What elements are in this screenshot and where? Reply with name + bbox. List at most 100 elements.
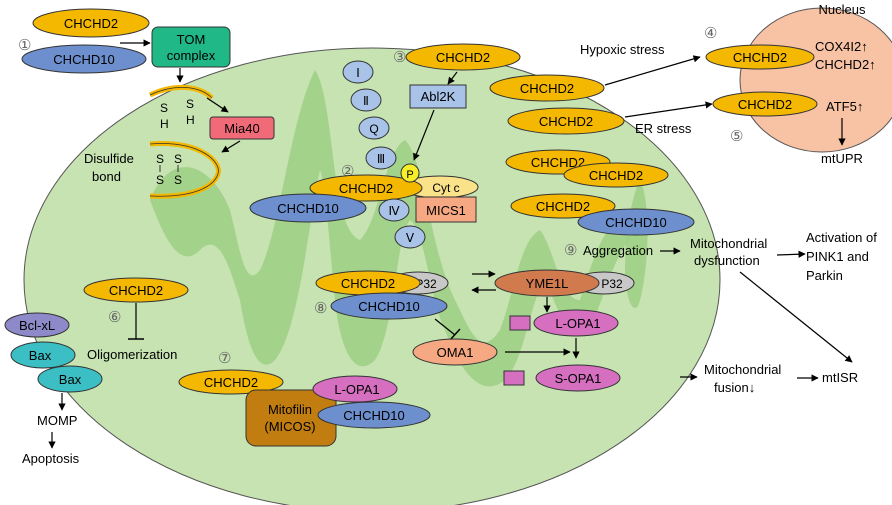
svg-text:Bax: Bax — [29, 348, 52, 363]
svg-text:P32: P32 — [601, 277, 623, 291]
chchd2-agg-2 — [563, 162, 669, 188]
activation-3: Parkin — [806, 268, 843, 283]
svg-text:CHCHD2: CHCHD2 — [738, 97, 792, 112]
step-5-marker: ⑤ — [730, 128, 743, 145]
apoptosis-label: Apoptosis — [22, 451, 80, 466]
chchd2-etc — [309, 174, 423, 202]
svg-text:CHCHD2: CHCHD2 — [589, 168, 643, 183]
step-4-marker: ④ — [704, 25, 717, 42]
cyt-c-label: Cyt c — [432, 181, 459, 195]
disulfide-label-2: bond — [92, 169, 121, 184]
step-8-marker: ⑧ — [314, 300, 327, 317]
chchd2-up-label: CHCHD2↑ — [815, 57, 876, 72]
complex-v — [394, 225, 426, 249]
fusion-label-1: Mitochondrial — [704, 362, 781, 377]
chchd2-hypoxic — [489, 74, 605, 102]
svg-text:CHCHD2: CHCHD2 — [536, 199, 590, 214]
svg-text:CHCHD2: CHCHD2 — [204, 375, 258, 390]
chchd2-import — [32, 8, 150, 38]
atf5-label: ATF5↑ — [826, 99, 863, 114]
svg-text:S: S — [174, 173, 182, 187]
cox4i2-label: COX4I2↑ — [815, 39, 868, 54]
svg-text:H: H — [160, 117, 169, 131]
disulfide-label-1: Disulfide — [84, 151, 134, 166]
svg-text:CHCHD2: CHCHD2 — [520, 81, 574, 96]
step-3-marker: ③ — [393, 49, 406, 66]
complex-ii — [350, 88, 382, 112]
step-1-marker: ① — [18, 37, 31, 54]
mics1-label: MICS1 — [426, 203, 466, 218]
svg-text:CHCHD10: CHCHD10 — [343, 408, 404, 423]
fusion-label-2: fusion↓ — [714, 380, 755, 395]
oligomerization-label: Oligomerization — [87, 347, 177, 362]
tom-complex-label-1: TOM — [177, 32, 206, 47]
phospho-p — [400, 163, 420, 183]
l-opa1-8 — [533, 309, 619, 337]
mtisr-label: mtISR — [822, 370, 858, 385]
svg-text:CHCHD2: CHCHD2 — [531, 155, 585, 170]
complex-iv — [378, 198, 410, 222]
svg-text:Ⅴ: Ⅴ — [406, 231, 415, 245]
svg-text:CHCHD2: CHCHD2 — [733, 50, 787, 65]
svg-text:S: S — [156, 152, 164, 166]
svg-text:CHCHD10: CHCHD10 — [277, 201, 338, 216]
bax-1 — [10, 341, 76, 369]
chchd10-oma1 — [330, 292, 448, 320]
svg-text:H: H — [186, 113, 195, 127]
nucleus — [739, 7, 892, 153]
hypoxic-label: Hypoxic stress — [580, 42, 665, 57]
chchd2-import-label: CHCHD2 — [64, 16, 118, 31]
step-9-marker: ⑨ — [564, 242, 577, 259]
svg-text:Ⅱ: Ⅱ — [363, 94, 369, 108]
tom-complex-label-2: complex — [167, 48, 216, 63]
chchd10-import-label: CHCHD10 — [53, 52, 114, 67]
svg-text:L-OPA1: L-OPA1 — [555, 316, 600, 331]
tom-complex — [151, 26, 231, 68]
l-opa1-block-8 — [509, 315, 531, 331]
mia40 — [209, 116, 275, 140]
s-opa1-label: S-OPA1 — [555, 371, 602, 386]
chchd2-agg-3 — [510, 193, 616, 219]
bax-2 — [37, 365, 103, 393]
svg-text:CHCHD2: CHCHD2 — [109, 283, 163, 298]
svg-text:CHCHD2: CHCHD2 — [341, 276, 395, 291]
aggregation-label: Aggregation — [583, 243, 653, 258]
svg-text:CHCHD2: CHCHD2 — [339, 181, 393, 196]
mitochondrion-cristae — [150, 70, 630, 387]
s-opa1-block — [503, 370, 525, 386]
chchd10-import — [21, 44, 147, 74]
mito-dysfunction-2: dysfunction — [694, 253, 760, 268]
chchd2-nucleus-bottom — [712, 91, 818, 117]
svg-text:P32: P32 — [415, 277, 437, 291]
complex-i — [342, 60, 374, 84]
mia40-label: Mia40 — [224, 121, 259, 136]
svg-text:CHCHD10: CHCHD10 — [358, 299, 419, 314]
yme1l — [494, 269, 600, 297]
chchd2-er — [507, 107, 625, 135]
mtupr-label: mtUPR — [821, 151, 863, 166]
chchd10-etc — [249, 193, 367, 223]
svg-text:(MICOS): (MICOS) — [264, 419, 315, 434]
step-6-marker: ⑥ — [108, 309, 121, 326]
svg-text:CHCHD10: CHCHD10 — [605, 215, 666, 230]
svg-text:Bax: Bax — [59, 372, 82, 387]
mics1 — [415, 196, 477, 223]
chchd10-micos — [317, 401, 431, 429]
abl2k — [409, 84, 467, 109]
complex-iii — [365, 146, 397, 170]
svg-text:S: S — [160, 101, 168, 115]
coenzyme-q — [358, 116, 390, 140]
svg-text:Mitofilin: Mitofilin — [268, 402, 312, 417]
svg-text:Ⅲ: Ⅲ — [377, 152, 385, 166]
oma1 — [412, 338, 498, 366]
svg-text:L-OPA1: L-OPA1 — [334, 382, 379, 397]
chchd2-micos — [178, 369, 284, 395]
s-opa1 — [535, 364, 621, 392]
svg-text:S: S — [156, 173, 164, 187]
activation-1: Activation of — [806, 230, 877, 245]
oma1-label: OMA1 — [437, 345, 474, 360]
yme1l-label: YME1L — [526, 276, 569, 291]
mito-dysfunction-1: Mitochondrial — [690, 236, 767, 251]
chchd2-bax — [83, 277, 189, 303]
